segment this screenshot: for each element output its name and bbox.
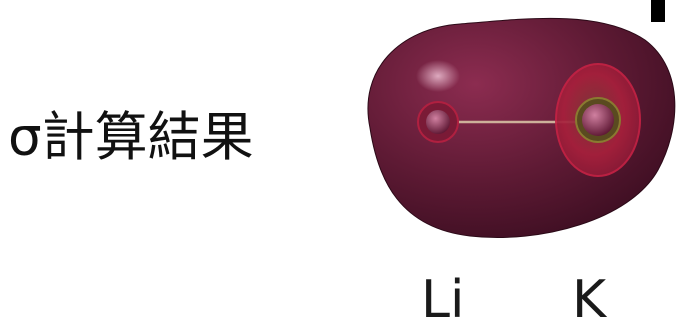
atom-label-li: Li bbox=[421, 270, 465, 330]
slide-title: σ計算結果 bbox=[8, 107, 254, 168]
specular-highlight bbox=[416, 60, 460, 92]
corner-mark bbox=[651, 0, 665, 22]
li-nucleus bbox=[426, 110, 450, 134]
k-nucleus bbox=[582, 104, 614, 136]
atom-label-k: K bbox=[572, 270, 607, 330]
sigma-orbital-diagram bbox=[367, 17, 676, 239]
